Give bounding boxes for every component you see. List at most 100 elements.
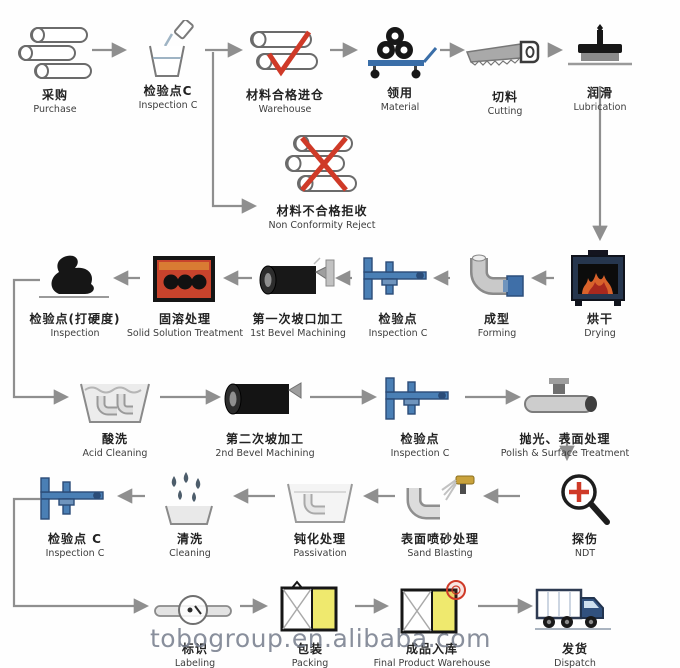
step-zh-label: 切料 xyxy=(491,90,518,104)
step-en-label: Acid Cleaning xyxy=(82,448,148,459)
step-zh-label: 固溶处理 xyxy=(158,312,211,326)
solution-furnace-icon xyxy=(123,242,247,310)
step-warehouse: 材料合格进仓 Warehouse xyxy=(223,18,347,115)
step-zh-label: 检验点 xyxy=(400,432,440,446)
step-en-label: Drying xyxy=(584,328,616,339)
step-bevel-2: 第二次坡加工 2nd Bevel Machining xyxy=(203,362,327,459)
step-drying: 烘干 Drying xyxy=(538,242,662,339)
sandblast-gun-icon xyxy=(378,462,502,530)
step-zh-label: 钝化处理 xyxy=(293,532,346,546)
step-zh-label: 成型 xyxy=(483,312,510,326)
step-en-label: Sand Blasting xyxy=(407,548,473,559)
beaker-icon xyxy=(106,14,230,82)
marked-pipe-icon xyxy=(133,572,257,640)
step-en-label: Material xyxy=(380,102,420,113)
step-en-label: Cleaning xyxy=(169,548,211,559)
step-zh-label: 检验点C xyxy=(143,84,193,98)
step-en-label: Purchase xyxy=(33,104,77,115)
step-polish: 抛光、表面处理 Polish & Surface Treatment xyxy=(490,362,640,459)
cart-icon xyxy=(338,16,462,84)
step-zh-label: 第二次坡加工 xyxy=(225,432,304,446)
step-solid-solution: 固溶处理 Solid Solution Treatment xyxy=(123,242,247,339)
step-final-warehouse: 成品入库 Final Product Warehouse xyxy=(362,572,502,668)
step-purchase: 采购 Purchase xyxy=(0,18,117,115)
furnace-icon xyxy=(538,242,662,310)
polish-pipe-icon xyxy=(490,362,640,430)
step-ndt: 探伤 NDT xyxy=(523,462,647,559)
caliper-icon xyxy=(13,462,137,530)
step-en-label: Inspection C xyxy=(138,100,198,111)
step-en-label: Solid Solution Treatment xyxy=(126,328,244,339)
acid-tank-icon xyxy=(53,362,177,430)
step-en-label: Cutting xyxy=(487,106,523,117)
hardness-tester-icon xyxy=(13,242,137,310)
step-en-label: Passivation xyxy=(293,548,347,559)
step-bevel-1: 第一次坡口加工 1st Bevel Machining xyxy=(236,242,360,339)
step-zh-label: 检验点 xyxy=(378,312,418,326)
step-en-label: Inspection C xyxy=(45,548,105,559)
step-en-label: Forming xyxy=(477,328,517,339)
pipe-bevel-icon xyxy=(236,242,360,310)
step-zh-label: 采购 xyxy=(41,88,68,102)
wash-droplets-icon xyxy=(128,462,252,530)
passivation-tank-icon xyxy=(258,462,382,530)
step-zh-label: 发货 xyxy=(561,642,588,656)
truck-icon xyxy=(513,572,637,640)
step-zh-label: 润滑 xyxy=(586,86,613,100)
step-zh-label: 包装 xyxy=(296,642,323,656)
caliper-icon xyxy=(336,242,460,310)
step-zh-label: 领用 xyxy=(386,86,413,100)
step-en-label: Inspection xyxy=(50,328,100,339)
step-inspection-c4: 检验点 C Inspection C xyxy=(13,462,137,559)
approved-pipes-icon xyxy=(223,18,347,86)
step-en-label: NDT xyxy=(574,548,596,559)
step-en-label: Final Product Warehouse xyxy=(373,658,491,668)
step-zh-label: 表面喷砂处理 xyxy=(400,532,479,546)
step-en-label: Polish & Surface Treatment xyxy=(500,448,630,459)
step-en-label: Lubrication xyxy=(573,102,627,113)
step-zh-label: 第一次坡口加工 xyxy=(252,312,344,326)
step-en-label: Inspection C xyxy=(390,448,450,459)
step-zh-label: 清洗 xyxy=(176,532,203,546)
step-en-label: 1st Bevel Machining xyxy=(250,328,346,339)
step-forming: 成型 Forming xyxy=(435,242,559,339)
step-reject: 材料不合格拒收 Non Conformity Reject xyxy=(260,116,384,231)
caliper-icon xyxy=(358,362,482,430)
step-en-label: Inspection C xyxy=(368,328,428,339)
step-en-label: Dispatch xyxy=(554,658,596,668)
sealed-box-icon xyxy=(362,572,502,640)
step-zh-label: 成品入库 xyxy=(405,642,458,656)
pipes-icon xyxy=(0,18,117,86)
step-en-label: Non Conformity Reject xyxy=(268,220,376,231)
step-zh-label: 标识 xyxy=(181,642,208,656)
step-labeling: 标识 Labeling xyxy=(133,572,257,668)
step-zh-label: 酸洗 xyxy=(101,432,128,446)
step-acid-cleaning: 酸洗 Acid Cleaning xyxy=(53,362,177,459)
step-inspection-2: 检验点 Inspection C xyxy=(336,242,460,339)
step-lubrication: 润滑 Lubrication xyxy=(538,16,662,113)
step-en-label: Labeling xyxy=(174,658,216,668)
step-zh-label: 烘干 xyxy=(586,312,613,326)
step-zh-label: 检验点(打硬度) xyxy=(29,312,121,326)
step-sand-blasting: 表面喷砂处理 Sand Blasting xyxy=(378,462,502,559)
step-inspection-c1: 检验点C Inspection C xyxy=(106,14,230,111)
saw-icon xyxy=(443,20,567,88)
magnifier-cross-icon xyxy=(523,462,647,530)
step-zh-label: 材料不合格拒收 xyxy=(276,204,368,218)
elbow-forming-icon xyxy=(435,242,559,310)
step-zh-label: 抛光、表面处理 xyxy=(519,432,611,446)
reject-pipes-icon xyxy=(260,116,384,202)
step-zh-label: 探伤 xyxy=(571,532,598,546)
step-zh-label: 材料合格进仓 xyxy=(245,88,324,102)
packing-box-icon xyxy=(248,572,372,640)
step-zh-label: 检验点 C xyxy=(48,532,102,546)
step-hardness: 检验点(打硬度) Inspection xyxy=(13,242,137,339)
step-en-label: 2nd Bevel Machining xyxy=(215,448,315,459)
step-en-label: Packing xyxy=(291,658,329,668)
step-cleaning: 清洗 Cleaning xyxy=(128,462,252,559)
step-dispatch: 发货 Dispatch xyxy=(513,572,637,668)
step-material: 领用 Material xyxy=(338,16,462,113)
step-packing: 包装 Packing xyxy=(248,572,372,668)
watermark: tobogroup.en.alibaba.com xyxy=(150,624,491,653)
